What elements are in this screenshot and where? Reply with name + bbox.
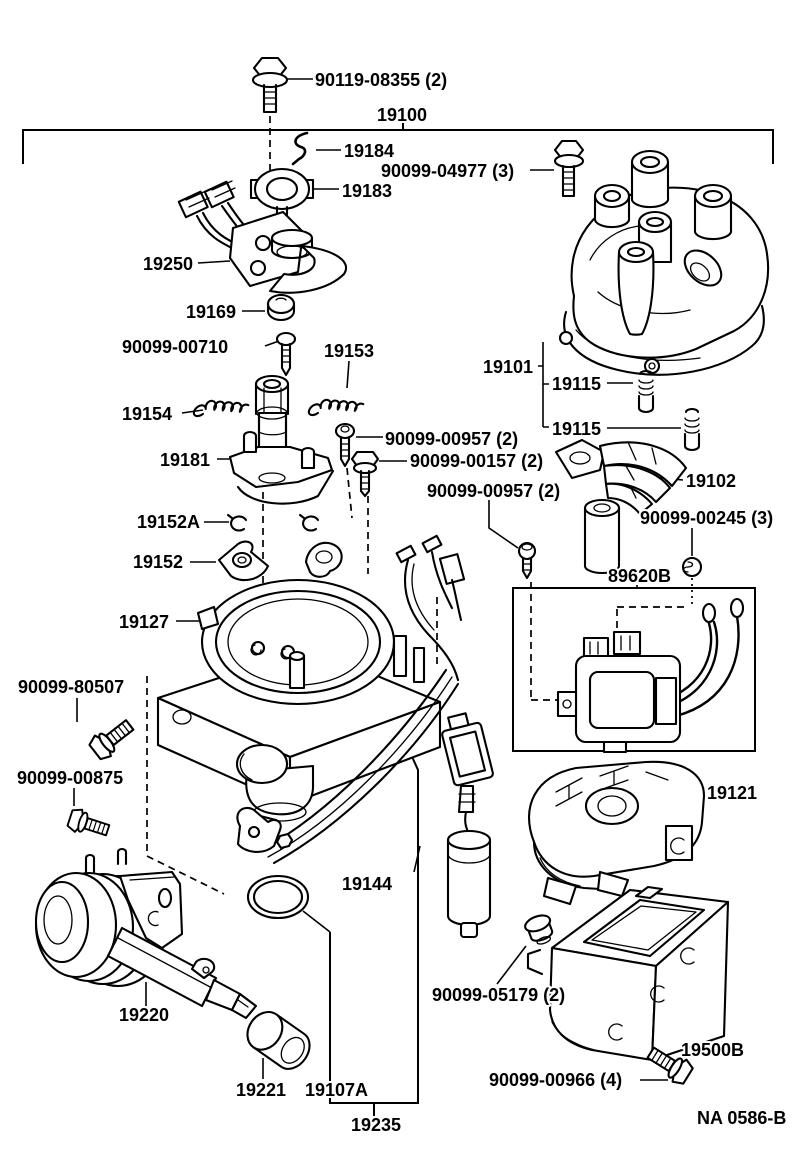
label-90099-00710: 90099-00710	[122, 337, 228, 357]
label-19221: 19221	[236, 1080, 286, 1100]
grommet-19169-drawing	[266, 293, 296, 322]
label-19500B: 19500B	[681, 1040, 744, 1060]
oring-19107A-drawing	[246, 874, 310, 920]
label-19184: 19184	[344, 141, 394, 161]
terminal-19115-upper-drawing	[637, 369, 655, 414]
label-19101: 19101	[483, 357, 533, 377]
label-19127: 19127	[119, 612, 169, 632]
bolt-90119-drawing	[251, 56, 289, 114]
vacuum-advancer-19220-drawing	[34, 847, 258, 1020]
dashed-line	[346, 467, 353, 519]
label-19181: 19181	[160, 450, 210, 470]
screw-90099-00957-lower-drawing	[517, 541, 537, 580]
label-19152A: 19152A	[137, 512, 200, 532]
label-90099-80507: 90099-80507	[18, 677, 124, 697]
clip-19152A-drawing	[226, 513, 320, 532]
assembly-bracket-19100	[22, 122, 774, 164]
label-19235: 19235	[351, 1115, 401, 1135]
leader-90099-00710	[264, 340, 280, 347]
clamp-19183-drawing	[249, 167, 315, 217]
screw-90099-00710-drawing	[275, 331, 297, 377]
ignition-coil-19500B-drawing	[526, 885, 730, 1062]
leader-19153	[346, 360, 350, 389]
label-90099-00875: 90099-00875	[17, 768, 123, 788]
spring-19153-drawing	[305, 389, 366, 425]
label-19153: 19153	[324, 341, 374, 361]
cover-19121-drawing	[528, 760, 706, 906]
leader-90099-00957-lower	[488, 500, 519, 549]
harness-connector-drawing	[395, 534, 494, 939]
label-19107A: 19107A	[305, 1080, 368, 1100]
label-19121: 19121	[707, 783, 757, 803]
cap-tower	[593, 183, 631, 229]
label-90099-00157: 90099-00157 (2)	[410, 451, 543, 471]
leader-19250	[197, 260, 231, 264]
label-19250: 19250	[143, 254, 193, 274]
label-90119-08355: 90119-08355 (2)	[315, 70, 447, 90]
label-19169: 19169	[186, 302, 236, 322]
label-19220: 19220	[119, 1005, 169, 1025]
dashed-line	[530, 582, 558, 701]
spring-19154-drawing	[190, 390, 251, 426]
cord-19144-drawing	[236, 668, 460, 865]
screw-90099-00157-drawing	[350, 450, 380, 498]
label-19154: 19154	[122, 404, 172, 424]
part-number-labels: 90119-08355 (2) 19100 19184 90099-04977 …	[15, 68, 788, 1137]
cap-tower	[630, 149, 670, 209]
clip-19184-drawing	[291, 131, 309, 166]
distributor-cap-19101-drawing	[558, 149, 770, 376]
cap-tower	[617, 240, 655, 336]
label-19183: 19183	[342, 181, 392, 201]
bolt-90099-80507-drawing	[85, 713, 139, 764]
label-90099-00966: 90099-00966 (4)	[489, 1070, 622, 1090]
nut-90099-00245-drawing	[681, 556, 703, 578]
bolt-90099-04977-drawing	[553, 139, 585, 198]
grommet-90099-05179-drawing	[524, 914, 554, 945]
screw-90099-00957-upper-drawing	[334, 422, 356, 468]
housing-19127-drawing	[156, 578, 442, 836]
dashed-line	[616, 606, 686, 652]
weight-19152-drawing	[217, 540, 343, 582]
igniter-boundary-box	[512, 587, 756, 752]
label-19144: 19144	[342, 874, 392, 894]
label-19152: 19152	[133, 552, 183, 572]
shaft-19181-drawing	[228, 374, 335, 505]
igniter-89620B-drawing	[556, 597, 745, 754]
leader-19144	[413, 845, 421, 873]
leader-19101	[538, 342, 549, 428]
dashed-line	[146, 676, 225, 895]
label-89620B: 89620B	[608, 566, 671, 586]
label-19102: 19102	[686, 471, 736, 491]
grommet-19221-drawing	[246, 1010, 311, 1070]
label-90099-04977: 90099-04977 (3)	[381, 161, 514, 181]
label-19115-upper: 19115	[552, 374, 601, 394]
signal-generator-19250-drawing	[177, 180, 347, 294]
label-19100: 19100	[377, 105, 427, 125]
cap-tower	[683, 249, 723, 287]
terminal-19115-lower-drawing	[683, 407, 701, 452]
label-90099-00245: 90099-00245 (3)	[640, 508, 773, 528]
label-90099-00957-lower: 90099-00957 (2)	[427, 481, 560, 501]
figure-code: NA 0586-B	[697, 1108, 786, 1128]
label-90099-05179: 90099-05179 (2)	[432, 985, 565, 1005]
label-19115-lower: 19115	[552, 419, 601, 439]
leader-19154	[181, 409, 204, 414]
label-90099-00957-upper: 90099-00957 (2)	[385, 429, 518, 449]
leader-90099-05179	[496, 945, 527, 985]
rotor-19102-drawing	[554, 438, 688, 575]
bolt-90099-00875-drawing	[65, 805, 113, 843]
cap-tower	[693, 183, 733, 241]
